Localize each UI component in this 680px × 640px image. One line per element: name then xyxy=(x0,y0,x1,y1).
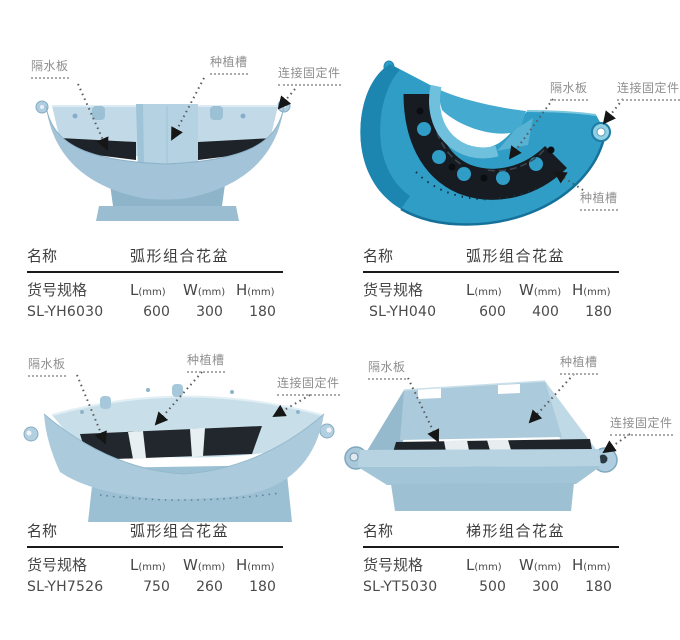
callout-arrow xyxy=(553,170,584,191)
spec-table-4: 名称 梯形组合花盆 货号规格 L(mm) W(mm) H(mm) SL-YT50… xyxy=(363,519,619,595)
callout-arrow xyxy=(602,433,631,454)
planter-illustration xyxy=(360,60,611,226)
spec-table-2: 名称 弧形组合花盆 货号规格 L(mm) W(mm) H(mm) SL-YH04… xyxy=(363,244,619,320)
dim-width: 400 xyxy=(532,304,559,320)
product-sku: SL-YH040 xyxy=(369,304,437,320)
dim-height: 180 xyxy=(585,579,612,595)
callout-arrows xyxy=(77,77,296,151)
product-name: 弧形组合花盆 xyxy=(130,522,230,540)
dim-length: 600 xyxy=(479,304,506,320)
product-card-2: 隔水板 连接固定件 种植槽 名称 弧形组合花盆 货号规格 L(mm) W(mm)… xyxy=(340,0,680,320)
callout-water-barrier: 隔水板 xyxy=(31,59,69,79)
col-height: H(mm) xyxy=(572,281,611,299)
col-length: L(mm) xyxy=(130,556,166,574)
spec-label: 货号规格 xyxy=(27,556,88,574)
dim-width: 300 xyxy=(532,579,559,595)
dim-length: 750 xyxy=(143,579,170,595)
spec-table-1: 名称 弧形组合花盆 货号规格 L(mm) W(mm) H(mm) SL-YH60… xyxy=(27,244,283,320)
dim-length: 600 xyxy=(143,304,170,320)
dim-width: 260 xyxy=(196,579,223,595)
callout-planting-slot: 种植槽 xyxy=(560,355,598,375)
planter-illustration xyxy=(23,384,335,522)
product-card-1: 隔水板 种植槽 连接固定件 名称 弧形组合花盆 货号规格 L(mm) W(mm)… xyxy=(0,0,341,320)
product-sku: SL-YH6030 xyxy=(27,304,104,320)
callout-water-barrier: 隔水板 xyxy=(28,357,66,377)
callout-arrow xyxy=(154,371,203,426)
product-photo-3 xyxy=(23,371,335,522)
col-width: W(mm) xyxy=(183,556,226,574)
planter-illustration xyxy=(35,99,291,221)
col-width: W(mm) xyxy=(183,281,226,299)
dim-length: 500 xyxy=(479,579,506,595)
product-card-3: 隔水板 种植槽 连接固定件 名称 弧形组合花盆 货号规格 L(mm) W(mm)… xyxy=(0,320,340,640)
product-sku: SL-YH7526 xyxy=(27,579,104,595)
callout-connector: 连接固定件 xyxy=(610,416,673,436)
col-length: L(mm) xyxy=(130,281,166,299)
product-photo-1 xyxy=(35,77,296,221)
callout-water-barrier: 隔水板 xyxy=(368,360,406,380)
name-label: 名称 xyxy=(363,247,394,265)
dim-height: 180 xyxy=(249,579,276,595)
spec-label: 货号规格 xyxy=(27,281,88,299)
planter-illustration xyxy=(344,380,618,511)
spec-table-3: 名称 弧形组合花盆 货号规格 L(mm) W(mm) H(mm) SL-YH75… xyxy=(27,519,283,595)
col-length: L(mm) xyxy=(466,556,502,574)
callout-arrow xyxy=(602,98,624,125)
col-width: W(mm) xyxy=(519,556,562,574)
col-length: L(mm) xyxy=(466,281,502,299)
callout-connector: 连接固定件 xyxy=(617,81,680,101)
callout-planting-slot: 种植槽 xyxy=(210,55,248,75)
name-label: 名称 xyxy=(27,522,58,540)
dim-height: 180 xyxy=(585,304,612,320)
spec-label: 货号规格 xyxy=(363,556,424,574)
callout-arrows xyxy=(407,373,631,454)
callout-connector: 连接固定件 xyxy=(278,66,341,86)
callout-arrows xyxy=(76,371,311,445)
dim-width: 300 xyxy=(196,304,223,320)
spec-label: 货号规格 xyxy=(363,281,424,299)
name-label: 名称 xyxy=(363,522,394,540)
callout-planting-slot: 种植槽 xyxy=(580,191,618,211)
callout-arrow xyxy=(528,373,575,424)
callout-planting-slot: 种植槽 xyxy=(187,353,225,373)
product-name: 梯形组合花盆 xyxy=(466,522,566,540)
callout-water-barrier: 隔水板 xyxy=(550,81,588,101)
product-photo-2 xyxy=(360,60,624,226)
callout-arrow xyxy=(171,77,205,141)
callout-arrows xyxy=(508,98,624,191)
product-name: 弧形组合花盆 xyxy=(130,247,230,265)
name-label: 名称 xyxy=(27,247,58,265)
col-height: H(mm) xyxy=(236,556,275,574)
callout-arrow xyxy=(77,83,109,151)
callout-arrow xyxy=(407,377,440,443)
callout-connector: 连接固定件 xyxy=(277,376,340,396)
col-width: W(mm) xyxy=(519,281,562,299)
dim-height: 180 xyxy=(249,304,276,320)
product-photo-4 xyxy=(344,373,631,511)
col-height: H(mm) xyxy=(572,556,611,574)
product-sku: SL-YT5030 xyxy=(363,579,438,595)
col-height: H(mm) xyxy=(236,281,275,299)
product-card-4: 隔水板 种植槽 连接固定件 名称 梯形组合花盆 货号规格 L(mm) W(mm)… xyxy=(340,320,680,640)
product-name: 弧形组合花盆 xyxy=(466,247,566,265)
